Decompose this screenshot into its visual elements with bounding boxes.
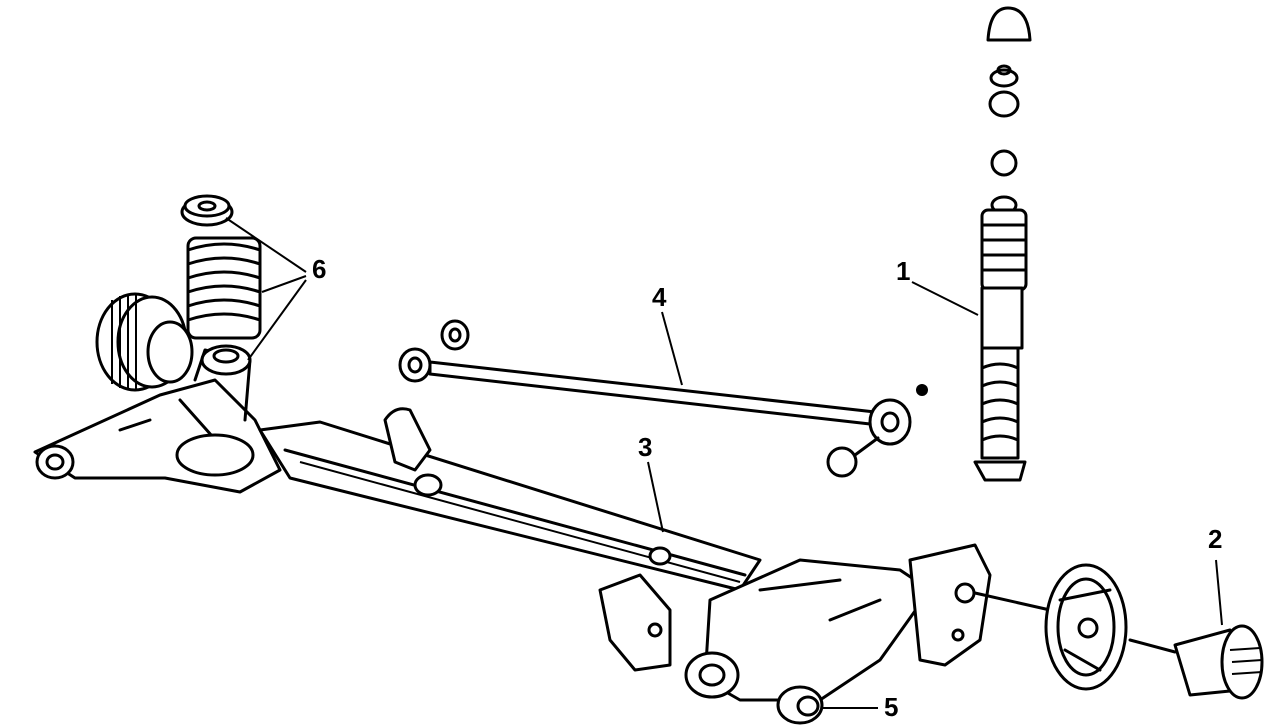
bushing: [776, 685, 824, 725]
callout-leaders: [225, 217, 1223, 709]
right-trailing-arm: [598, 543, 1052, 702]
callout-labels: 1 2 3 4 5 6: [312, 254, 1222, 722]
callout-1: 1: [896, 256, 910, 286]
shock-absorber: [973, 6, 1032, 482]
leader-3: [647, 461, 664, 533]
callout-6: 6: [312, 254, 326, 284]
brake-backing-plate: [1044, 563, 1128, 691]
callout-3: 3: [638, 432, 652, 462]
leader-6a: [225, 217, 307, 273]
leader-1: [911, 281, 979, 316]
coil-spring-assembly: [180, 194, 262, 376]
callout-2: 2: [1208, 524, 1222, 554]
track-bar: [398, 319, 928, 478]
callout-4: 4: [652, 282, 667, 312]
leader-2: [1215, 559, 1223, 626]
axle-beam: [258, 407, 762, 592]
callout-5: 5: [884, 692, 898, 722]
left-trailing-arm: [33, 292, 282, 494]
leader-6b: [261, 275, 307, 293]
leader-4: [661, 311, 683, 386]
leader-6c: [247, 279, 307, 361]
hub-and-bearing: [1128, 624, 1264, 700]
